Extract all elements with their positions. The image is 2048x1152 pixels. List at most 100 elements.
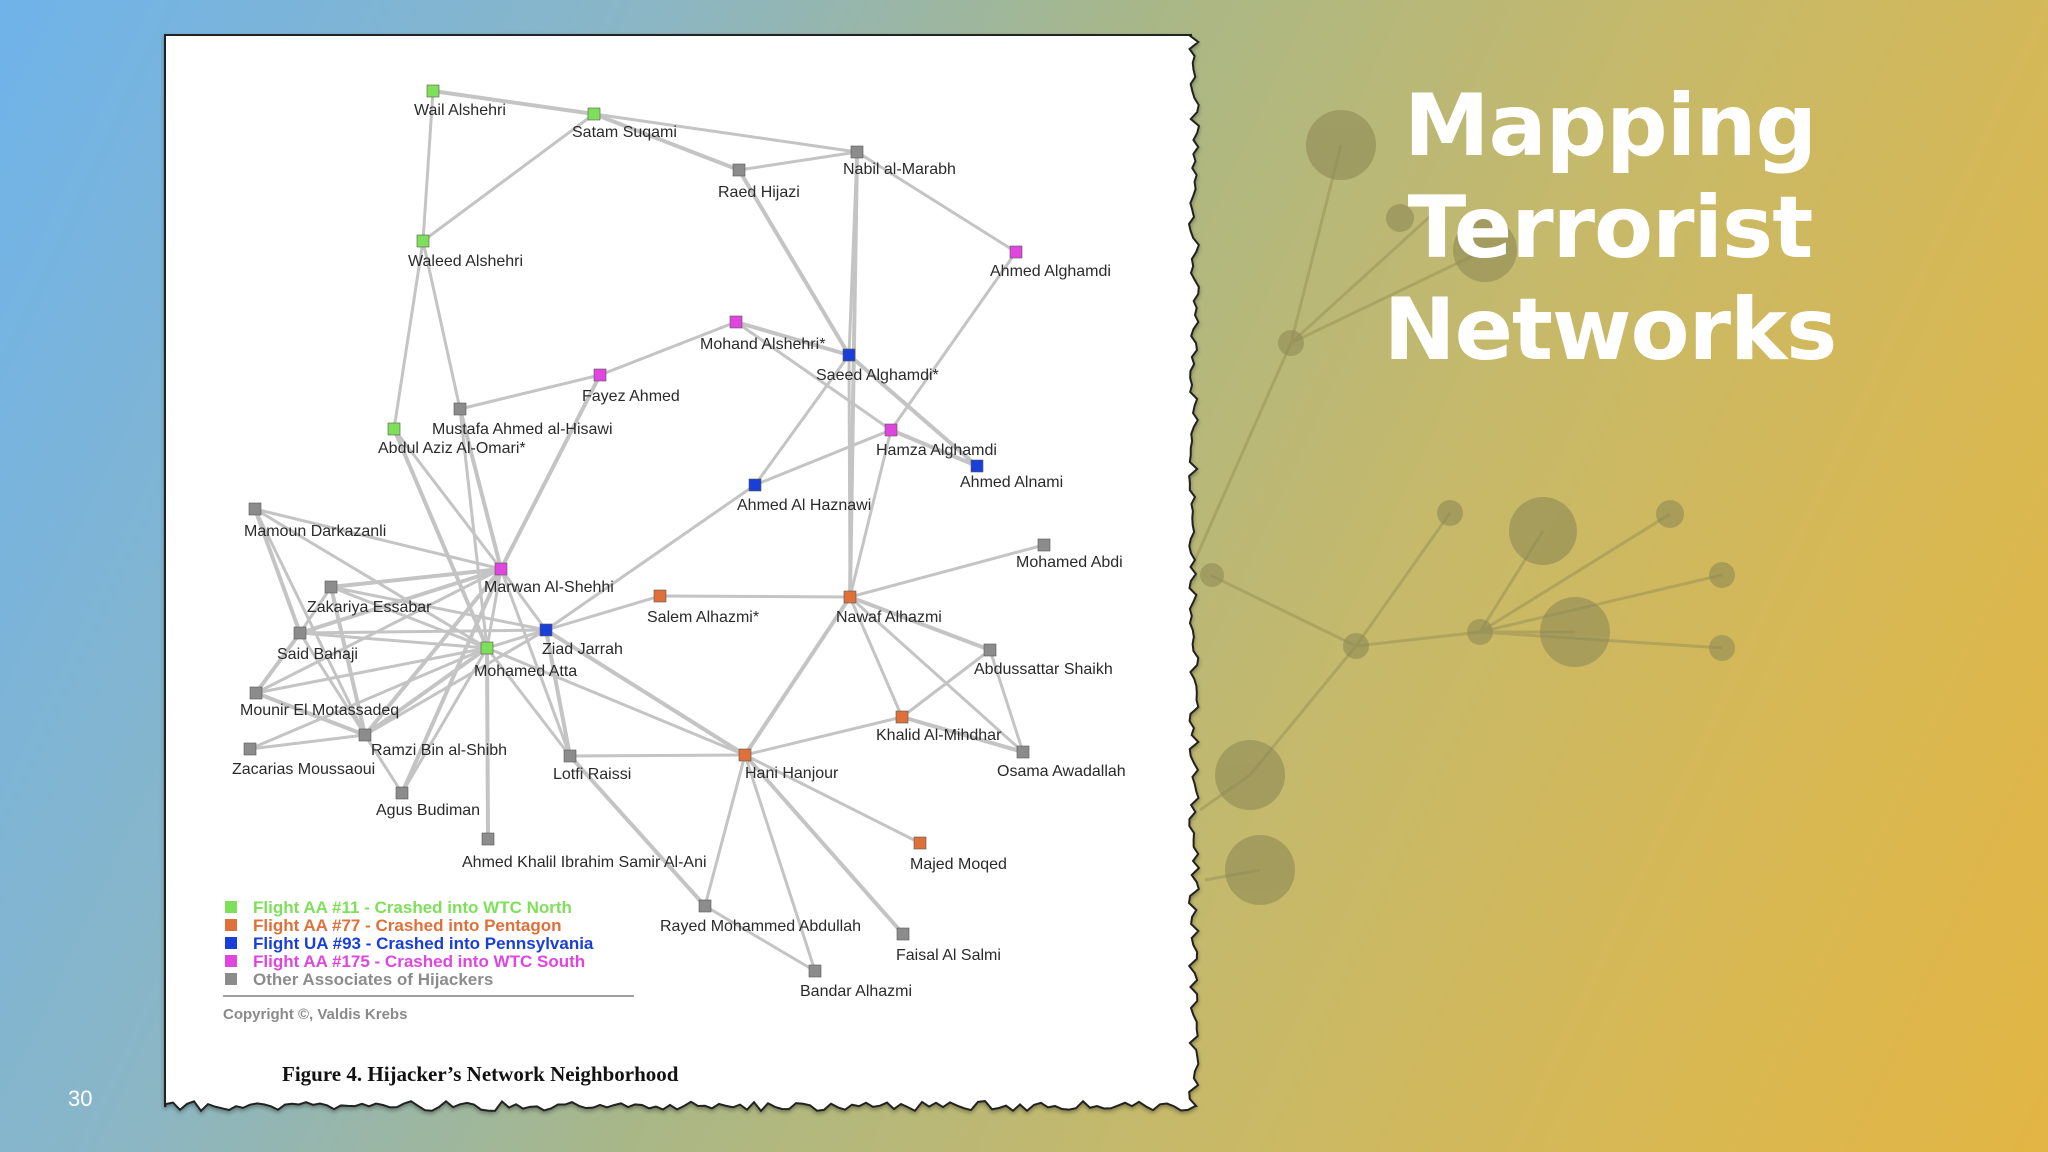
node-marker-said	[293, 626, 307, 640]
node-marker-hani	[738, 748, 752, 762]
edge-shaikh-khalid	[900, 648, 992, 719]
node-marker-saeed	[842, 348, 856, 362]
edge-satam-nabil	[592, 112, 859, 154]
edge-ramzi-agus	[363, 733, 404, 795]
edge-said-marwan	[298, 567, 503, 635]
edge-mamoun-ramzi	[253, 507, 367, 737]
node-nawaf: Nawaf Alhazmi	[836, 590, 942, 626]
node-marker-jarrah	[539, 623, 553, 637]
node-abdulaziz: Abdul Aziz Al-Omari*	[378, 422, 526, 457]
node-marker-wail	[426, 84, 440, 98]
edge-wail-satam	[431, 89, 596, 116]
edge-hani-rayed	[703, 753, 747, 908]
legend-swatch-aa11	[225, 901, 237, 913]
edge-mounir-marwan	[254, 567, 503, 695]
node-marker-nabil	[850, 145, 864, 159]
node-marker-mamoun	[248, 502, 262, 516]
node-said: Said Bahaji	[277, 626, 358, 663]
node-marker-zacarias	[243, 742, 257, 756]
node-label-fayez: Fayez Ahmed	[582, 388, 680, 405]
edge-rayed-bandar	[703, 904, 817, 973]
node-mohand: Mohand Alshehri*	[700, 315, 825, 353]
edge-marwan-agus	[400, 567, 503, 795]
node-label-nawaf: Nawaf Alhazmi	[836, 609, 942, 626]
edge-lotfi-hani	[568, 753, 747, 758]
node-shaikh: Abdussattar Shaikh	[974, 643, 1113, 678]
node-mounir: Mounir El Motassadeq	[240, 686, 399, 719]
node-salem: Salem Alhazmi*	[647, 589, 759, 626]
node-jarrah: Ziad Jarrah	[539, 623, 623, 658]
edge-mamoun-marwan	[253, 507, 503, 571]
node-nabil: Nabil al-Marabh	[843, 145, 956, 178]
node-mamoun: Mamoun Darkazanli	[244, 502, 386, 540]
node-osama: Osama Awadallah	[997, 745, 1126, 780]
edge-ahmedalghamdi-hamza	[889, 250, 1018, 432]
node-marker-waleed	[416, 234, 430, 248]
node-label-haznawi: Ahmed Al Haznawi	[737, 497, 871, 514]
edge-zakariya-marwan	[329, 567, 503, 589]
edge-said-atta	[298, 631, 489, 650]
edge-satam-waleed	[421, 112, 596, 243]
legend-label-other: Other Associates of Hijackers	[253, 970, 493, 989]
edge-zakariya-jarrah	[329, 585, 548, 632]
legend-label-ua93: Flight UA #93 - Crashed into Pennsylvani…	[253, 934, 594, 953]
edge-nawaf-shaikh	[848, 595, 992, 652]
node-label-mabdi: Mohamed Abdi	[1016, 554, 1123, 571]
node-haznawi: Ahmed Al Haznawi	[737, 478, 871, 514]
node-waleed: Waleed Alshehri	[408, 234, 523, 270]
copyright-text: Copyright ©, Valdis Krebs	[223, 1006, 407, 1023]
node-label-raed: Raed Hijazi	[718, 184, 800, 201]
slide-page-number: 30	[68, 1086, 93, 1111]
edge-raed-saeed	[737, 168, 851, 357]
edge-fayez-marwan	[499, 373, 602, 571]
node-label-faisal: Faisal Al Salmi	[896, 947, 1001, 964]
legend-label-aa175: Flight AA #175 - Crashed into WTC South	[253, 952, 585, 971]
edge-khalid-osama	[900, 715, 1025, 754]
node-label-abdulaziz: Abdul Aziz Al-Omari*	[378, 440, 526, 457]
edge-mohand-hamza	[734, 320, 893, 432]
node-label-shaikh: Abdussattar Shaikh	[974, 661, 1113, 678]
node-label-zakariya: Zakariya Essabar	[307, 599, 432, 616]
legend-swatch-aa175	[225, 955, 237, 967]
node-agus: Agus Budiman	[376, 786, 480, 819]
edge-atta-lotfi	[485, 646, 572, 758]
edge-waleed-mustafa	[421, 239, 462, 411]
node-hamza: Hamza Alghamdi	[876, 423, 997, 459]
node-label-osama: Osama Awadallah	[997, 763, 1126, 780]
node-majed: Majed Moqed	[910, 836, 1007, 873]
node-label-salem: Salem Alhazmi*	[647, 609, 759, 626]
edge-hani-faisal	[743, 753, 905, 936]
node-marker-majed	[913, 836, 927, 850]
edge-mounir-ramzi	[254, 691, 367, 737]
node-marker-mounir	[249, 686, 263, 700]
node-label-alnami: Ahmed Alnami	[960, 474, 1063, 491]
node-atta: Mohamed Atta	[474, 641, 577, 680]
edge-jarrah-hani	[544, 628, 747, 757]
node-marker-fayez	[593, 368, 607, 382]
edge-atta-jarrah	[485, 628, 548, 650]
node-wail: Wail Alshehri	[414, 84, 506, 119]
node-alnami: Ahmed Alnami	[960, 459, 1063, 491]
node-marker-shaikh	[983, 643, 997, 657]
slide-title-line-2: Terrorist	[1407, 178, 1814, 278]
node-marker-marwan	[494, 562, 508, 576]
node-satam: Satam Suqami	[572, 107, 677, 141]
node-label-zacarias: Zacarias Moussaoui	[232, 761, 375, 778]
node-marker-rayed	[698, 899, 712, 913]
node-raed: Raed Hijazi	[718, 163, 800, 201]
edge-marwan-lotfi	[499, 567, 572, 758]
node-label-waleed: Waleed Alshehri	[408, 253, 523, 270]
edge-zakariya-atta	[329, 585, 489, 650]
edge-jarrah-ramzi	[363, 628, 548, 737]
slide-title: Mapping Terrorist Networks	[1330, 75, 1890, 381]
edge-nawaf-khalid	[848, 595, 904, 719]
node-marker-khalid	[895, 710, 909, 724]
node-faisal: Faisal Al Salmi	[896, 927, 1001, 964]
node-lotfi: Lotfi Raissi	[553, 749, 631, 783]
node-label-wail: Wail Alshehri	[414, 102, 506, 119]
edge-said-ramzi	[298, 631, 367, 737]
edge-hamza-nawaf	[848, 428, 893, 599]
